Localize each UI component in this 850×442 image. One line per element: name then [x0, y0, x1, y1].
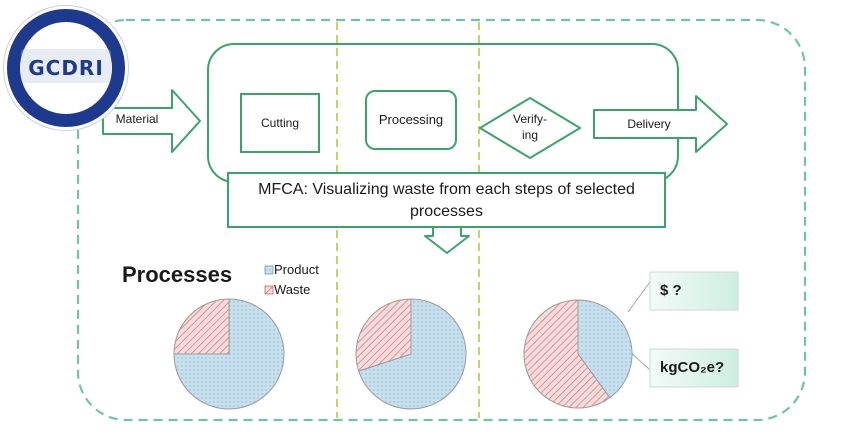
- logo-inner-circle: [20, 22, 112, 114]
- cutting-label: Cutting: [260, 116, 300, 130]
- processing-label: Processing: [378, 112, 444, 127]
- carbon-output-label: kgCO₂e?: [660, 359, 725, 376]
- pie-2-waste-slice: [355, 298, 412, 372]
- cost-output-label: $ ?: [660, 282, 682, 299]
- pie-chart-2: [355, 298, 467, 410]
- pie-3-waste-slice: [523, 299, 611, 409]
- verifying-label-line2: ing: [521, 128, 538, 142]
- legend-product-swatch: [264, 265, 274, 275]
- material-label: Material: [115, 112, 159, 126]
- delivery-label: Delivery: [627, 117, 671, 131]
- processing-box: [365, 90, 457, 150]
- logo-world-band: [21, 49, 111, 83]
- callout-down-arrow: [424, 225, 470, 254]
- callout-text-line2: processes: [410, 203, 483, 220]
- pie-1-waste-slice: [173, 298, 230, 355]
- connector-cost: [627, 281, 651, 313]
- legend-waste-label: Waste: [274, 282, 311, 297]
- verifying-diamond: [479, 97, 581, 159]
- logo-text: GCDRI: [28, 56, 104, 80]
- gcdri-logo: GCDRI: [4, 6, 128, 130]
- pie-3-product-slice: [577, 299, 633, 399]
- material-arrow: [102, 89, 201, 153]
- verifying-label-line1: Verify-: [512, 112, 547, 126]
- delivery-arrow: [593, 95, 728, 153]
- callout-box: [227, 172, 666, 228]
- carbon-output-box: [649, 348, 739, 388]
- pie-chart-1: [173, 298, 285, 410]
- cost-output-box: [649, 271, 739, 311]
- callout-text-line1: MFCA: Visualizing waste from each steps …: [258, 181, 635, 198]
- cutting-box: [240, 93, 320, 153]
- processes-title: Processes: [122, 262, 233, 287]
- pie-2-product-slice: [358, 298, 467, 410]
- outer-dashed-frame: [76, 18, 807, 422]
- legend-product-label: Product: [274, 262, 319, 277]
- pie-chart-3: [523, 299, 633, 409]
- legend-waste-swatch: [264, 285, 274, 295]
